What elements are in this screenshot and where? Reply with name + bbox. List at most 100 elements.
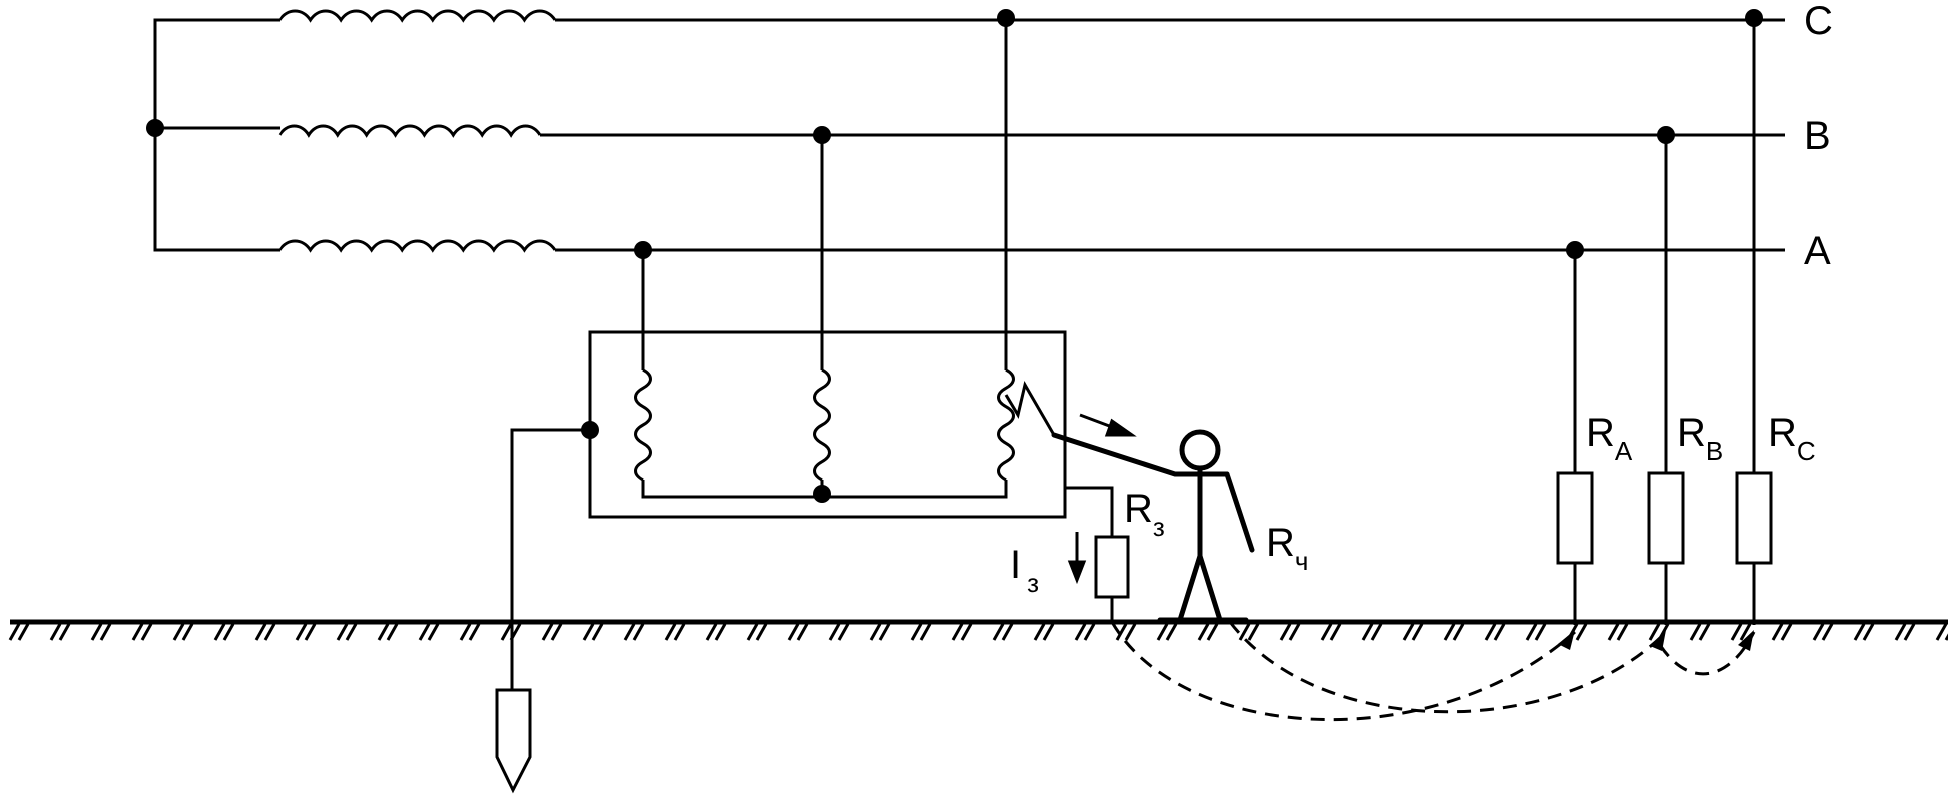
ground-hatch-mark <box>1853 623 1866 641</box>
ground-hatch-mark <box>1042 623 1055 641</box>
label-rc-main: R <box>1768 411 1797 455</box>
label-ra-sub: A <box>1615 436 1633 466</box>
ground-hatch-mark <box>755 623 768 641</box>
label-iz-sub: з <box>1027 568 1039 598</box>
ground-hatch-mark <box>1206 623 1219 641</box>
resistor-rc <box>1735 471 1773 565</box>
resistor-rb <box>1647 471 1685 565</box>
ground-hatch-mark <box>1247 623 1260 641</box>
label-rz-sub: з <box>1153 512 1165 542</box>
label-iz-main: I <box>1010 543 1021 587</box>
fault-arrow-icon <box>1079 413 1137 437</box>
ground-hatch-mark <box>951 623 964 641</box>
ground-hatch-mark <box>1730 623 1743 641</box>
ground-hatch-mark <box>869 623 882 641</box>
label-rz: Rз <box>1124 487 1165 542</box>
label-rh-main: R <box>1266 521 1295 565</box>
ground-hatch-mark <box>623 623 636 641</box>
ground-hatch-mark <box>140 623 153 641</box>
ground-hatch-mark <box>1452 623 1465 641</box>
label-rz-main: R <box>1124 487 1153 531</box>
label-rc: RC <box>1768 411 1816 466</box>
load-star-point-dot <box>813 485 831 503</box>
ground-hatch-mark <box>1689 623 1702 641</box>
load-winding-b <box>813 368 831 482</box>
ground-hatch-mark <box>1124 623 1137 641</box>
ground-hatch-mark <box>377 623 390 641</box>
ground-hatch-mark <box>8 623 21 641</box>
ground-hatch-mark <box>1083 623 1096 641</box>
ground-hatch-mark <box>222 623 235 641</box>
resistor-ra <box>1556 471 1594 565</box>
ground-hatch-mark <box>992 623 1005 641</box>
ground-hatch-mark <box>90 623 103 641</box>
ground-hatch-mark <box>550 623 563 641</box>
ground-hatch-mark <box>304 623 317 641</box>
ground-hatch-mark <box>1607 623 1620 641</box>
ground-hatch-mark <box>336 623 349 641</box>
ground-hatch-mark <box>345 623 358 641</box>
source-neutral-wire <box>153 18 280 252</box>
source-winding-a <box>278 239 557 253</box>
ground-hatching <box>8 623 1948 641</box>
fault-earth-wire <box>1065 486 1114 620</box>
ground-hatch-mark <box>1361 623 1374 641</box>
ground-hatch-mark <box>1115 623 1128 641</box>
ground-hatch-mark <box>1033 623 1046 641</box>
ground-hatch-mark <box>1443 623 1456 641</box>
label-ra: RA <box>1586 411 1633 466</box>
ground-hatch-mark <box>1903 623 1916 641</box>
ground-hatch-mark <box>295 623 308 641</box>
load-winding-a <box>634 368 652 482</box>
label-rb-sub: B <box>1706 436 1723 466</box>
phase-label-c: C <box>1804 0 1833 43</box>
ground-hatch-mark <box>181 623 194 641</box>
phase-label-a: A <box>1804 229 1831 273</box>
label-rh-sub: ч <box>1295 546 1309 576</box>
ground-hatch-mark <box>1329 623 1342 641</box>
ground-hatch-mark <box>1534 623 1547 641</box>
ground-hatch-mark <box>632 623 645 641</box>
ground-hatch-mark <box>746 623 759 641</box>
label-rb-main: R <box>1677 411 1706 455</box>
ground-hatch-mark <box>1616 623 1629 641</box>
ground-hatch-mark <box>910 623 923 641</box>
ground-hatch-mark <box>1156 623 1169 641</box>
insulation-wires <box>1573 18 1756 625</box>
ground-hatch-mark <box>1780 623 1793 641</box>
ground-hatch-mark <box>1001 623 1014 641</box>
ground-hatch-mark <box>1411 623 1424 641</box>
ground-hatch-mark <box>919 623 932 641</box>
ground-hatch-mark <box>58 623 71 641</box>
ground-hatch-mark <box>705 623 718 641</box>
ground-hatch-mark <box>1370 623 1383 641</box>
ground-hatch-mark <box>1575 623 1588 641</box>
ground-hatch-mark <box>1862 623 1875 641</box>
enclosure-earth-dot <box>581 421 599 439</box>
ground-hatch-mark <box>878 623 891 641</box>
ground-hatch-mark <box>1288 623 1301 641</box>
ground-hatch-mark <box>1648 623 1661 641</box>
ground-hatch-mark <box>1165 623 1178 641</box>
ground-hatch-mark <box>1821 623 1834 641</box>
ground-hatch-mark <box>17 623 30 641</box>
ground-hatch-mark <box>500 623 513 641</box>
ground-hatch-mark <box>1894 623 1907 641</box>
ground-hatch-mark <box>213 623 226 641</box>
ground-hatch-mark <box>254 623 267 641</box>
source-winding-c <box>278 9 557 23</box>
ground-hatch-mark <box>796 623 809 641</box>
ground-hatch-mark <box>787 623 800 641</box>
ground-hatch-mark <box>468 623 481 641</box>
ground-hatch-mark <box>99 623 112 641</box>
ground-hatch-mark <box>1771 623 1784 641</box>
resistor-rz <box>1094 535 1130 599</box>
ground-hatch-mark <box>1525 623 1538 641</box>
label-ra-main: R <box>1586 411 1615 455</box>
ground-hatch-mark <box>418 623 431 641</box>
source-winding-b <box>278 124 542 138</box>
ground-hatch-mark <box>837 623 850 641</box>
load-feed-wires <box>641 18 1008 370</box>
ground-hatch-mark <box>49 623 62 641</box>
